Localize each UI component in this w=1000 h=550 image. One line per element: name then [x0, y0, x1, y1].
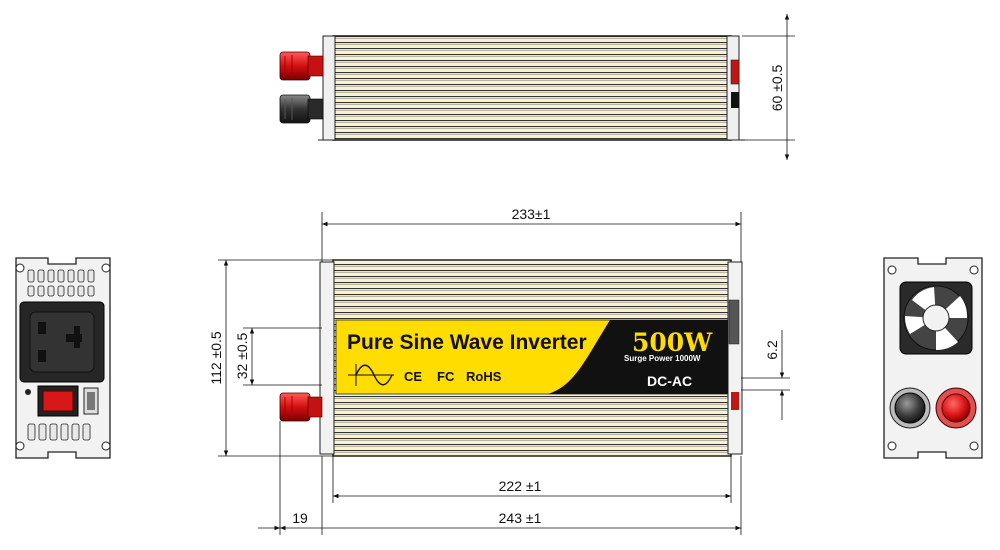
top-view-black-terminal — [279, 94, 324, 124]
dim-terminal-spacing-label: 32 ±0.5 — [234, 332, 250, 379]
front-view: Pure Sine Wave Inverter 500W Surge Power… — [208, 206, 790, 535]
dim-total-length-label: 243 ±1 — [499, 510, 542, 526]
dc-end-view — [883, 257, 983, 459]
sine-wave-icon — [348, 364, 394, 386]
ac-end-view — [15, 257, 111, 459]
dim-height-top: 60 ±0.5 — [742, 14, 795, 160]
dc-terminal-positive — [935, 387, 977, 429]
top-view-left-cap — [322, 35, 336, 141]
top-view-right-cap — [726, 35, 740, 141]
cert-ce: CE — [404, 369, 422, 384]
dim-right-offset-label: 6.2 — [764, 340, 780, 360]
top-view-body — [332, 35, 732, 141]
dc-terminal-negative — [889, 387, 931, 429]
dim-terminal-length-label: 19 — [292, 510, 308, 526]
dim-width-overall: 233±1 — [321, 206, 742, 262]
vent-slots-top — [27, 269, 95, 297]
vent-slots-bottom — [27, 423, 91, 441]
dim-body-length-label: 222 ±1 — [499, 478, 542, 494]
label-title: Pure Sine Wave Inverter — [347, 331, 587, 354]
dim-total-length: 19 243 ±1 — [258, 421, 742, 535]
cert-rohs: RoHS — [466, 369, 502, 384]
front-view-left-cap — [319, 261, 335, 455]
label-type: DC-AC — [647, 373, 692, 389]
led-indicator — [25, 389, 31, 395]
dim-height-top-label: 60 ±0.5 — [769, 64, 785, 111]
top-view-red-terminal — [279, 51, 324, 81]
label-surge: Surge Power 1000W — [624, 354, 701, 363]
dim-height-front: 112 ±0.5 — [208, 259, 333, 457]
dim-width-overall-label: 233±1 — [512, 206, 551, 222]
front-view-red-terminal — [279, 392, 323, 422]
dim-body-length: 222 ±1 — [332, 456, 732, 503]
dim-height-front-label: 112 ±0.5 — [208, 331, 224, 385]
usb-port — [83, 387, 99, 415]
label-wattage: 500W — [632, 328, 713, 357]
top-view: 60 ±0.5 — [279, 14, 795, 160]
cooling-fan — [899, 281, 973, 355]
cert-fc: FC — [437, 369, 455, 384]
product-label: Pure Sine Wave Inverter 500W Surge Power… — [335, 319, 729, 395]
ac-socket — [19, 301, 105, 383]
power-switch — [37, 385, 79, 417]
front-view-right-cap — [727, 261, 743, 455]
dim-right-offset: 6.2 — [741, 330, 790, 420]
dim-terminal-spacing: 32 ±0.5 — [234, 327, 322, 386]
